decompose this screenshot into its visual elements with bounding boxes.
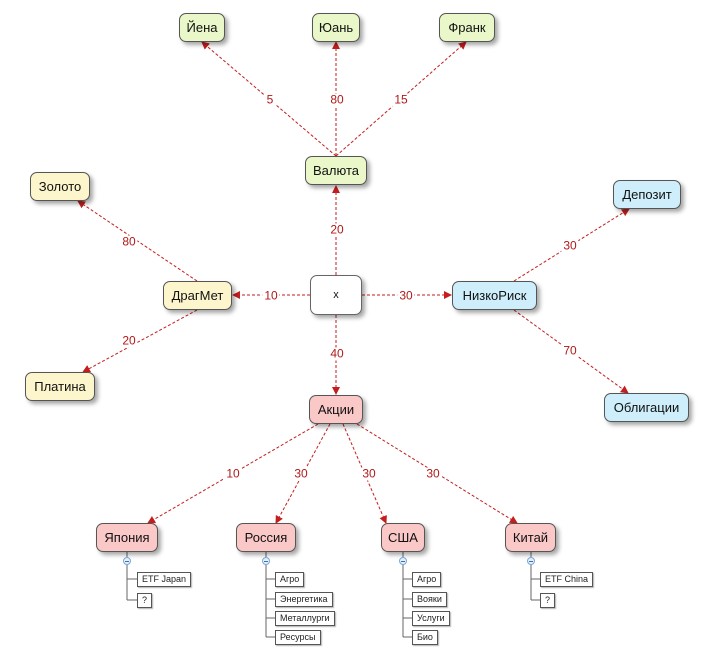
node-dragmet[interactable]: ДрагМет [163,281,232,310]
node-yena-label: Йена [186,20,218,35]
node-yaponiya[interactable]: Япония [96,523,158,552]
node-obligatsii[interactable]: Облигации [604,393,689,422]
tree-connector-group [126,552,540,638]
node-ssha[interactable]: США [381,523,425,552]
edge-dragmet-platina [82,309,198,373]
leaf-ssha-uslugi[interactable]: Услуги [412,611,450,626]
weight-label-aktsii: 40 [328,346,346,361]
weight-label-dragmet: 10 [262,288,280,303]
node-kitay-label: Китай [512,530,549,545]
node-platina-label: Платина [34,379,86,394]
leaf-kitay-unknown[interactable]: ? [540,593,556,608]
node-depozit[interactable]: Депозит [613,180,681,209]
node-rossiya-label: Россия [244,530,288,545]
weight-label-depozit: 30 [561,238,579,253]
node-zoloto-label: Золото [38,179,82,194]
weight-label-rossiya: 30 [292,466,310,481]
collapse-toggle-yaponiya[interactable] [123,557,131,565]
node-ssha-label: США [388,530,418,545]
node-yena[interactable]: Йена [179,13,225,42]
node-kitay[interactable]: Китай [505,523,556,552]
node-valuta[interactable]: Валюта [305,156,367,185]
weight-label-yena: 5 [264,92,276,107]
node-obligatsii-label: Облигации [613,400,680,415]
weight-label-yuan: 80 [328,92,346,107]
weight-label-yaponiya: 10 [224,466,242,481]
leaf-rossiya-resursy[interactable]: Ресурсы [275,630,321,645]
weight-label-obligatsii: 70 [561,343,579,358]
weight-label-nizkorisk: 30 [397,288,415,303]
collapse-toggle-rossiya[interactable] [262,557,270,565]
leaf-rossiya-metallurgi[interactable]: Металлурги [275,611,335,626]
node-aktsii[interactable]: Акции [309,395,363,424]
node-zoloto[interactable]: Золото [30,172,90,201]
node-depozit-label: Депозит [622,187,672,202]
center-node[interactable]: x [310,275,362,315]
node-yuan[interactable]: Юань [312,13,360,42]
node-nizkorisk[interactable]: НизкоРиск [452,281,537,310]
leaf-yaponiya-unknown[interactable]: ? [137,593,153,608]
weight-label-ssha: 30 [360,466,378,481]
node-dragmet-label: ДрагМет [171,288,224,303]
collapse-toggle-kitay[interactable] [527,557,535,565]
node-yuan-label: Юань [318,20,354,35]
edge-aktsii-ssha [342,423,387,524]
node-aktsii-label: Акции [317,402,355,417]
weight-label-platina: 20 [120,333,138,348]
node-valuta-label: Валюта [313,163,359,178]
node-platina[interactable]: Платина [25,372,95,401]
leaf-rossiya-agro[interactable]: Агро [275,572,305,587]
node-frank-label: Франк [448,20,486,35]
leaf-yaponiya-etf-japan[interactable]: ETF Japan [137,572,192,587]
edge-aktsii-yaponiya [147,423,319,524]
edge-aktsii-kitay [356,423,518,524]
center-node-label: x [333,289,339,301]
leaf-ssha-agro[interactable]: Агро [412,572,442,587]
leaf-ssha-bio[interactable]: Био [412,630,438,645]
weight-label-valuta: 20 [328,222,346,237]
weight-label-frank: 15 [392,92,410,107]
leaf-kitay-etf-china[interactable]: ETF China [540,572,594,587]
node-frank[interactable]: Франк [439,13,495,42]
leaf-ssha-voyaki[interactable]: Вояки [412,592,447,607]
node-nizkorisk-label: НизкоРиск [462,288,527,303]
node-yaponiya-label: Япония [104,530,150,545]
leaf-rossiya-energetika[interactable]: Энергетика [275,592,333,607]
node-rossiya[interactable]: Россия [236,523,296,552]
weight-label-zoloto: 80 [120,234,138,249]
weight-label-kitay: 30 [424,466,442,481]
collapse-toggle-ssha[interactable] [399,557,407,565]
